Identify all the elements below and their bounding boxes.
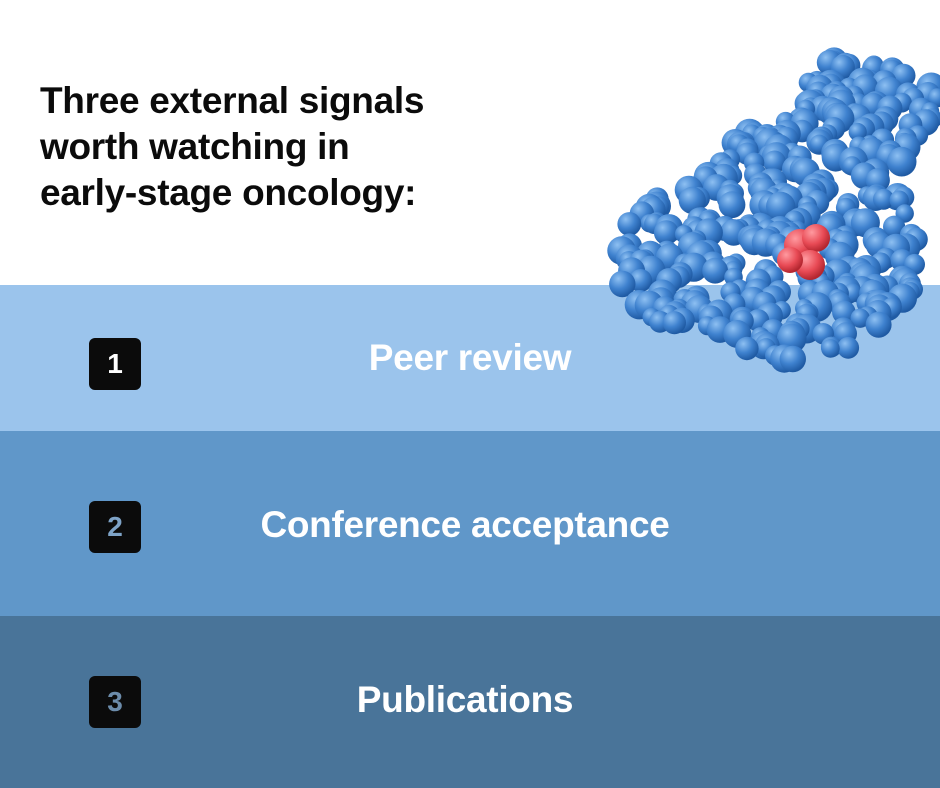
protein-atoms	[607, 47, 940, 373]
protein-atom	[883, 215, 906, 238]
headline-line-2: worth watching in	[40, 125, 350, 167]
protein-atom	[837, 336, 860, 359]
signal-number-2: 2	[89, 501, 141, 553]
protein-atom	[653, 220, 679, 246]
headline: Three external signals worth watching in…	[40, 78, 500, 216]
protein-atom	[678, 186, 706, 214]
signal-label-2: Conference acceptance	[260, 504, 670, 545]
protein-atom	[609, 270, 636, 298]
protein-atom	[850, 308, 870, 328]
protein-atom	[718, 191, 746, 219]
active-site-atom	[777, 247, 803, 273]
headline-line-3: early-stage oncology:	[40, 171, 417, 213]
headline-line-1: Three external signals	[40, 80, 425, 121]
protein-atom	[865, 311, 892, 338]
protein-atom	[821, 339, 840, 358]
protein-atom	[735, 336, 759, 361]
protein-atom	[662, 311, 686, 335]
protein-atom	[886, 146, 917, 177]
protein-molecule-illustration	[607, 47, 940, 373]
protein-atom	[779, 345, 806, 373]
signal-row-3: 3 Publications	[0, 616, 940, 788]
active-site-atom	[802, 224, 830, 252]
protein-atom	[763, 150, 786, 174]
protein-atom	[873, 188, 894, 210]
signal-label-1: Peer review	[368, 337, 572, 378]
protein-atom	[617, 212, 642, 236]
signal-number-3: 3	[89, 676, 141, 728]
signal-row-2: 2 Conference acceptance	[0, 431, 940, 616]
signal-label-3: Publications	[356, 679, 574, 720]
signal-number-1: 1	[89, 338, 141, 390]
protein-active-site	[777, 224, 830, 280]
protein-atom	[702, 257, 728, 284]
protein-atom	[832, 300, 856, 325]
protein-atom	[848, 122, 867, 142]
